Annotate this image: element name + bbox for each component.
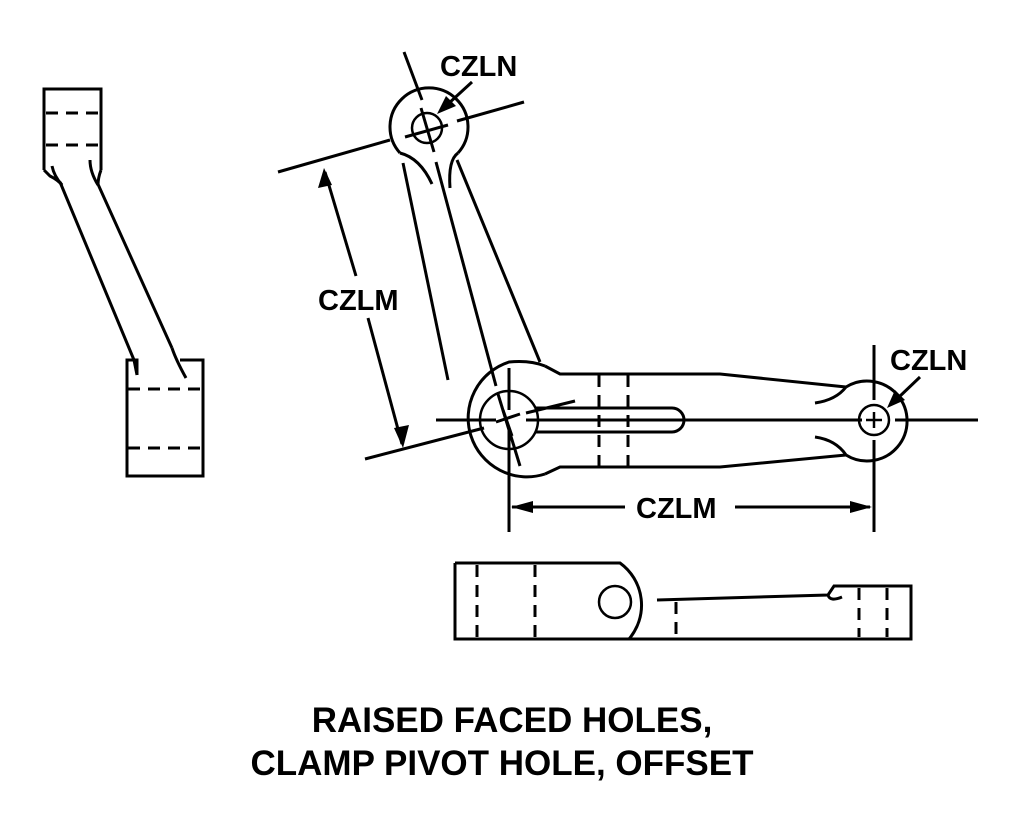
center-line [402,51,424,101]
extension-line [277,138,391,174]
extension-line [364,426,485,461]
plan-view: CZLN CZLN CZLM CZLM [277,51,978,532]
arrow-head [850,501,872,513]
fillet [399,151,434,185]
leader-line [446,80,474,106]
leader-line [896,375,922,400]
center-cross [495,412,521,424]
fillet [132,359,139,376]
caption-line-2: CLAMP PIVOT HOLE, OFFSET [251,744,754,783]
label-czln-top: CZLN [440,51,517,83]
arrow-head [887,390,905,408]
center-cross [501,409,514,437]
arm-edge [544,453,847,476]
arm-center-line [434,161,498,387]
arrow-head [437,96,456,114]
arm-edge [401,162,450,381]
side-view-hole [597,584,633,620]
center-line [404,123,449,139]
arm-edge [58,181,136,361]
arrow-head [318,168,332,188]
side-view-bottom [453,561,913,641]
arm-edge [455,159,542,363]
side-view-outline [455,561,643,640]
side-view-top-block [42,87,103,170]
arrow-head [511,501,533,513]
side-view-left [42,87,205,478]
side-view-bottom-block [125,358,205,478]
dimension-line [323,171,358,277]
caption-line-1: RAISED FACED HOLES, [312,701,713,740]
label-czlm-arm: CZLM [318,285,399,317]
arrow-head [394,425,409,448]
fillet [448,151,459,189]
fillet [170,347,188,379]
center-line [456,100,525,123]
label-czln-right: CZLN [890,345,967,377]
arm-edge [95,181,174,349]
side-view-outline [453,563,913,641]
fillet [814,435,848,456]
dimension-line [366,317,404,445]
label-czlm-horizontal: CZLM [636,493,717,525]
arm-edge [544,364,847,389]
fillet [826,594,843,601]
top-boss [388,86,470,155]
right-hole [857,403,891,437]
fillet [814,386,848,405]
fillet [88,159,100,186]
